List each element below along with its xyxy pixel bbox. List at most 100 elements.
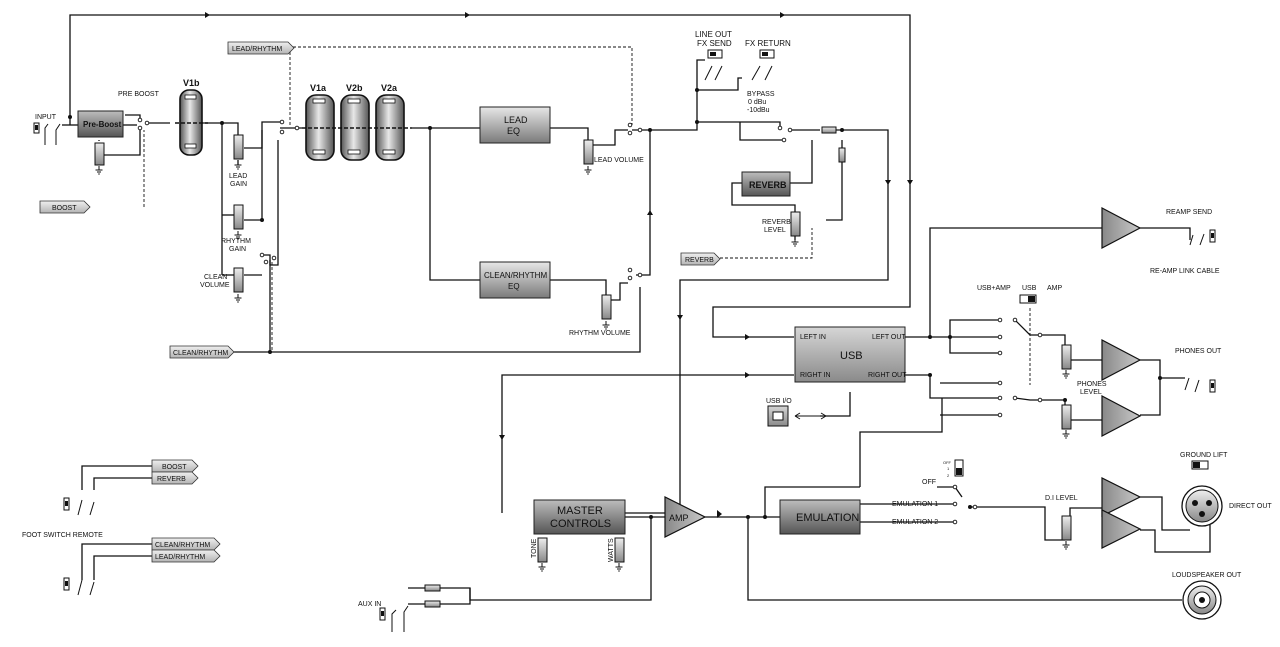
phones-jack <box>1184 377 1216 393</box>
lead-eq-block <box>479 106 551 144</box>
reverb-level-pot <box>790 211 801 237</box>
loudspeaker-out-label: LOUDSPEAKER OUT <box>1172 572 1242 579</box>
usb-port-icon <box>767 405 789 427</box>
amp-label: AMP <box>669 513 689 523</box>
emulation-1-label: EMULATION 1 <box>892 501 938 508</box>
clean-rhythm-eq-label-1: CLEAN/RHYTHM <box>484 271 547 280</box>
reverb-block <box>741 171 791 197</box>
lead-volume-label: LEAD VOLUME <box>594 157 644 164</box>
lead-volume-pot <box>583 139 594 165</box>
bypass-0dbu-label: 0 dBu <box>748 99 766 106</box>
clean-volume-label-2: VOLUME <box>200 282 230 289</box>
tube-v1b <box>175 89 208 156</box>
phones-amp-left <box>1101 339 1142 381</box>
fs-clean-rhythm-tag <box>151 537 221 551</box>
flow-arrows <box>205 12 913 518</box>
di-level-label: D.I LEVEL <box>1045 495 1078 502</box>
aux-resistor-2 <box>424 600 441 608</box>
direct-out-label: DIRECT OUT <box>1229 503 1272 510</box>
amp-triangle <box>664 496 707 538</box>
boost-tag <box>39 200 91 214</box>
phones-level-pot-left <box>1061 344 1072 370</box>
pre-boost-block <box>77 110 124 138</box>
line-out-label: LINE OUT <box>695 30 732 39</box>
rhythm-gain-label-2: GAIN <box>229 246 246 253</box>
fs-lead-rhythm-label: LEAD/RHYTHM <box>155 554 205 561</box>
clean-volume-pot <box>233 267 244 293</box>
amp-mode-label: AMP <box>1047 285 1063 292</box>
fx-return-jack <box>751 49 775 81</box>
junction-dots <box>68 88 1162 519</box>
rhythm-volume-pot <box>601 294 612 320</box>
aux-in-label: AUX IN <box>358 601 381 608</box>
input-label: INPUT <box>35 114 57 121</box>
rhythm-gain-pot <box>233 204 244 230</box>
usb-left-in: LEFT IN <box>800 334 826 341</box>
phones-level-label-1: PHONES <box>1077 381 1107 388</box>
fs-lead-rhythm-tag <box>151 549 221 563</box>
rhythm-volume-label: RHYTHM VOLUME <box>569 330 631 337</box>
input-jack <box>33 122 61 145</box>
footswitch-jack-2 <box>63 577 95 596</box>
tube-v1a-label: V1a <box>310 83 327 93</box>
ground-lift-switch[interactable] <box>1191 460 1209 470</box>
usb-left-out: LEFT OUT <box>872 334 906 341</box>
boost-tag-label: BOOST <box>52 205 77 212</box>
fs-boost-tag <box>151 459 199 473</box>
emulation-2-label: EMULATION 2 <box>892 519 938 526</box>
footswitch-jack-1 <box>63 497 95 516</box>
lead-eq-label-1: LEAD <box>504 115 528 125</box>
bypass-10dbu-label: -10dBu <box>747 107 770 114</box>
emulation-switch[interactable] <box>954 459 964 477</box>
usb-title: USB <box>840 350 863 362</box>
switch-pos-2: 2 <box>947 473 950 478</box>
fs-clean-rhythm-label: CLEAN/RHYTHM <box>155 542 210 549</box>
fs-reverb-tag <box>151 471 199 485</box>
xlr-connector-icon <box>1181 485 1223 527</box>
lead-gain-label-1: LEAD <box>229 173 247 180</box>
clean-rhythm-eq-block <box>479 261 551 299</box>
bypass-label: BYPASS <box>747 91 775 98</box>
clean-rhythm-eq-label-2: EQ <box>508 282 520 291</box>
pre-boost-pot <box>94 142 105 166</box>
emulation-off-label: OFF <box>922 479 936 486</box>
wiring <box>40 14 1211 605</box>
master-controls-label-1: MASTER <box>557 505 603 517</box>
usb-mode-switch[interactable] <box>1019 294 1037 304</box>
switch-contacts <box>137 117 1043 525</box>
watts-label: WATTS <box>608 538 615 562</box>
reverb-resistor <box>838 147 846 163</box>
switch-pos-1: 1 <box>947 466 950 471</box>
reamp-send-label: REAMP SEND <box>1166 209 1212 216</box>
aux-resistor-1 <box>424 584 441 592</box>
reverb-tag-label: REVERB <box>685 257 714 264</box>
reamp-cable-label: RE-AMP LINK CABLE <box>1150 268 1220 275</box>
phones-level-label-2: LEVEL <box>1080 389 1102 396</box>
lead-eq-label-2: EQ <box>507 126 520 136</box>
pre-boost-label: PRE BOOST <box>118 91 160 98</box>
master-controls-label-2: CONTROLS <box>550 518 611 530</box>
watts-pot <box>614 537 625 563</box>
clean-rhythm-tag-label: CLEAN/RHYTHM <box>173 350 228 357</box>
usb-block <box>794 326 906 383</box>
reverb-level-label-1: REVERB <box>762 219 791 226</box>
master-controls-block <box>533 499 626 535</box>
reverb-block-label: REVERB <box>749 180 787 190</box>
emulation-label: EMULATION <box>796 512 859 524</box>
fx-send-jack <box>704 49 723 81</box>
reamp-send-amp <box>1101 207 1142 249</box>
speakon-connector-icon <box>1182 580 1222 620</box>
tone-label: TONE <box>531 538 538 558</box>
fs-reverb-label: REVERB <box>157 476 186 483</box>
lead-gain-pot <box>233 134 244 160</box>
direct-out-amp-top <box>1101 477 1142 517</box>
fx-resistor <box>821 126 837 134</box>
clean-volume-label-1: CLEAN <box>204 274 227 281</box>
direct-out-amp-bottom <box>1101 509 1142 549</box>
ground-lift-label: GROUND LIFT <box>1180 452 1228 459</box>
footswitch-label: FOOT SWITCH REMOTE <box>22 532 103 539</box>
fs-boost-label: BOOST <box>162 464 187 471</box>
phones-out-label: PHONES OUT <box>1175 348 1222 355</box>
lead-gain-label-2: GAIN <box>230 181 247 188</box>
